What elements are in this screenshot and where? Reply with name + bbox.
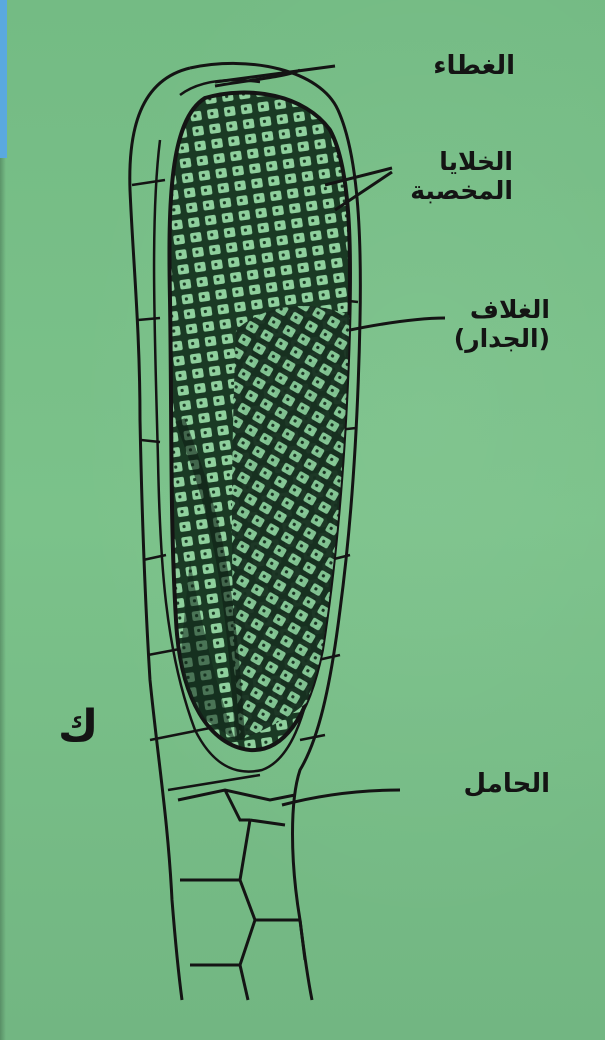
stalk-cells [178, 790, 305, 1000]
label-sperm-cells-line2: المخصبة [410, 177, 513, 206]
label-sheath-line2: (الجدار) [454, 325, 550, 354]
label-sheath-line1: الغلاف [454, 296, 550, 325]
label-sperm-cells: الخلايا المخصبة [410, 148, 513, 206]
label-sheath: الغلاف (الجدار) [454, 296, 550, 354]
stalk-leader [282, 790, 400, 805]
label-lid: الغطاء [433, 52, 515, 82]
figure-letter: ك [58, 702, 98, 753]
label-stalk: الحامل [464, 770, 550, 800]
label-sperm-cells-line1: الخلايا [410, 148, 513, 177]
sheath-leader [350, 318, 445, 330]
